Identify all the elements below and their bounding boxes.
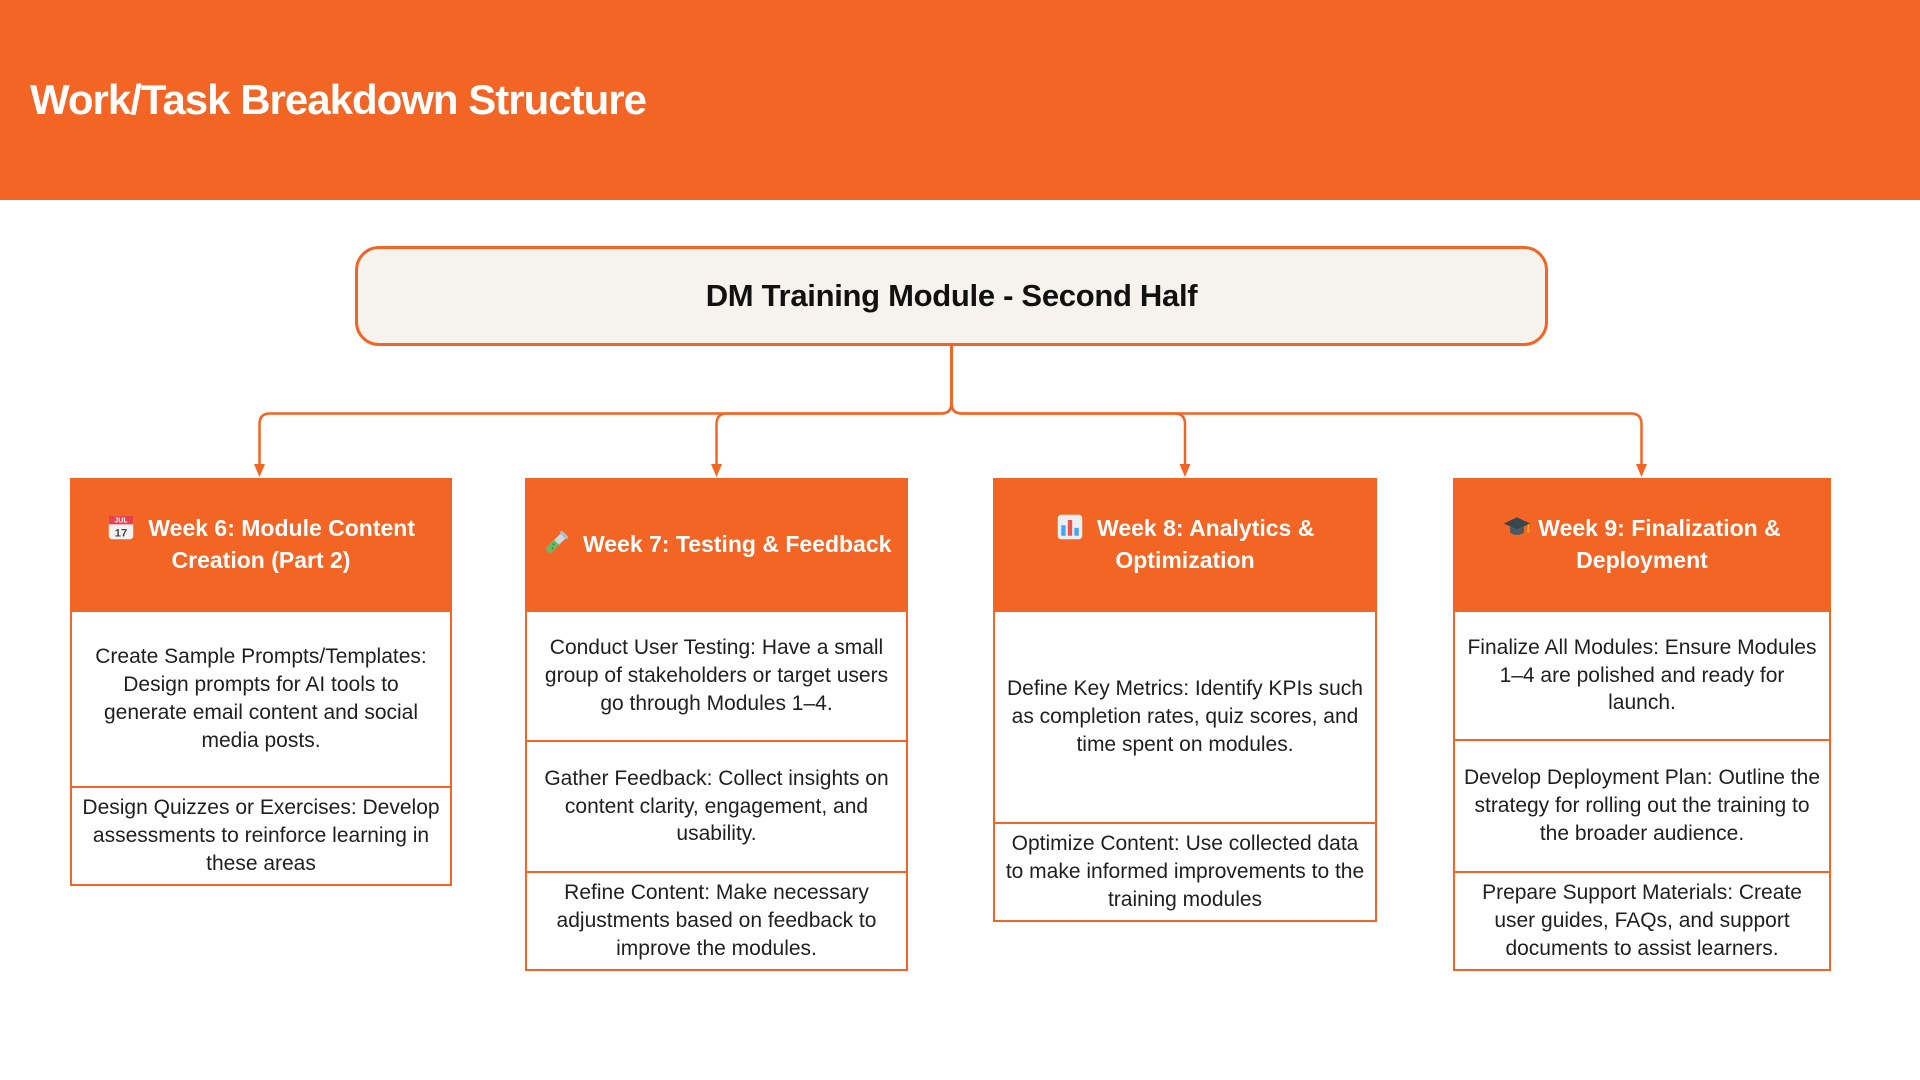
graduation-cap-icon [1504, 517, 1531, 535]
task-cell: Finalize All Modules: Ensure Modules 1–4… [1453, 610, 1831, 741]
task-cell: Optimize Content: Use collected data to … [993, 824, 1377, 922]
column-title: JUL 17 [1465, 512, 1819, 576]
column-title-text: Week 9: Finalization & Deployment [1538, 514, 1781, 573]
task-cell: Define Key Metrics: Identify KPIs such a… [993, 610, 1377, 824]
task-cell: Develop Deployment Plan: Outline the str… [1453, 741, 1831, 873]
wbs-column-4: JUL 17 [1453, 478, 1831, 971]
wbs-column-3: JUL 17 [993, 478, 1377, 922]
page-title: Work/Task Breakdown Structure [30, 76, 647, 123]
task-cell: Create Sample Prompts/Templates: Design … [70, 610, 452, 788]
column-title-text: Week 6: Module Content Creation (Part 2) [148, 514, 416, 573]
column-title: JUL 17 [82, 512, 440, 576]
column-header: JUL 17 [70, 478, 452, 610]
column-title-text: Week 8: Analytics & Optimization [1097, 514, 1315, 573]
bar-chart-icon [1057, 514, 1082, 540]
root-node-label: DM Training Module - Second Half [705, 278, 1198, 313]
column-title: JUL 17 [1005, 512, 1365, 576]
column-header: JUL 17 [1453, 478, 1831, 610]
wbs-column-1: JUL 17 [70, 478, 452, 886]
column-title: JUL 17 [542, 528, 892, 560]
calendar-icon: JUL 17 [108, 515, 134, 539]
task-cell: Design Quizzes or Exercises: Develop ass… [70, 788, 452, 886]
svg-text:17: 17 [115, 527, 128, 539]
arrowheads [254, 464, 1647, 477]
task-cell: Gather Feedback: Collect insights on con… [525, 742, 908, 873]
header-banner: Work/Task Breakdown Structure [0, 0, 1920, 200]
column-header: JUL 17 [525, 478, 908, 610]
wbs-column-2: JUL 17 [525, 478, 908, 971]
svg-text:JUL: JUL [114, 517, 128, 524]
column-header: JUL 17 [993, 478, 1377, 610]
column-title-text: Week 7: Testing & Feedback [582, 530, 892, 557]
task-cell: Refine Content: Make necessary adjustmen… [525, 873, 908, 971]
task-cell: Conduct User Testing: Have a small group… [525, 610, 908, 742]
test-tube-icon [545, 530, 568, 553]
root-node: DM Training Module - Second Half [355, 246, 1548, 346]
task-cell: Prepare Support Materials: Create user g… [1453, 873, 1831, 971]
